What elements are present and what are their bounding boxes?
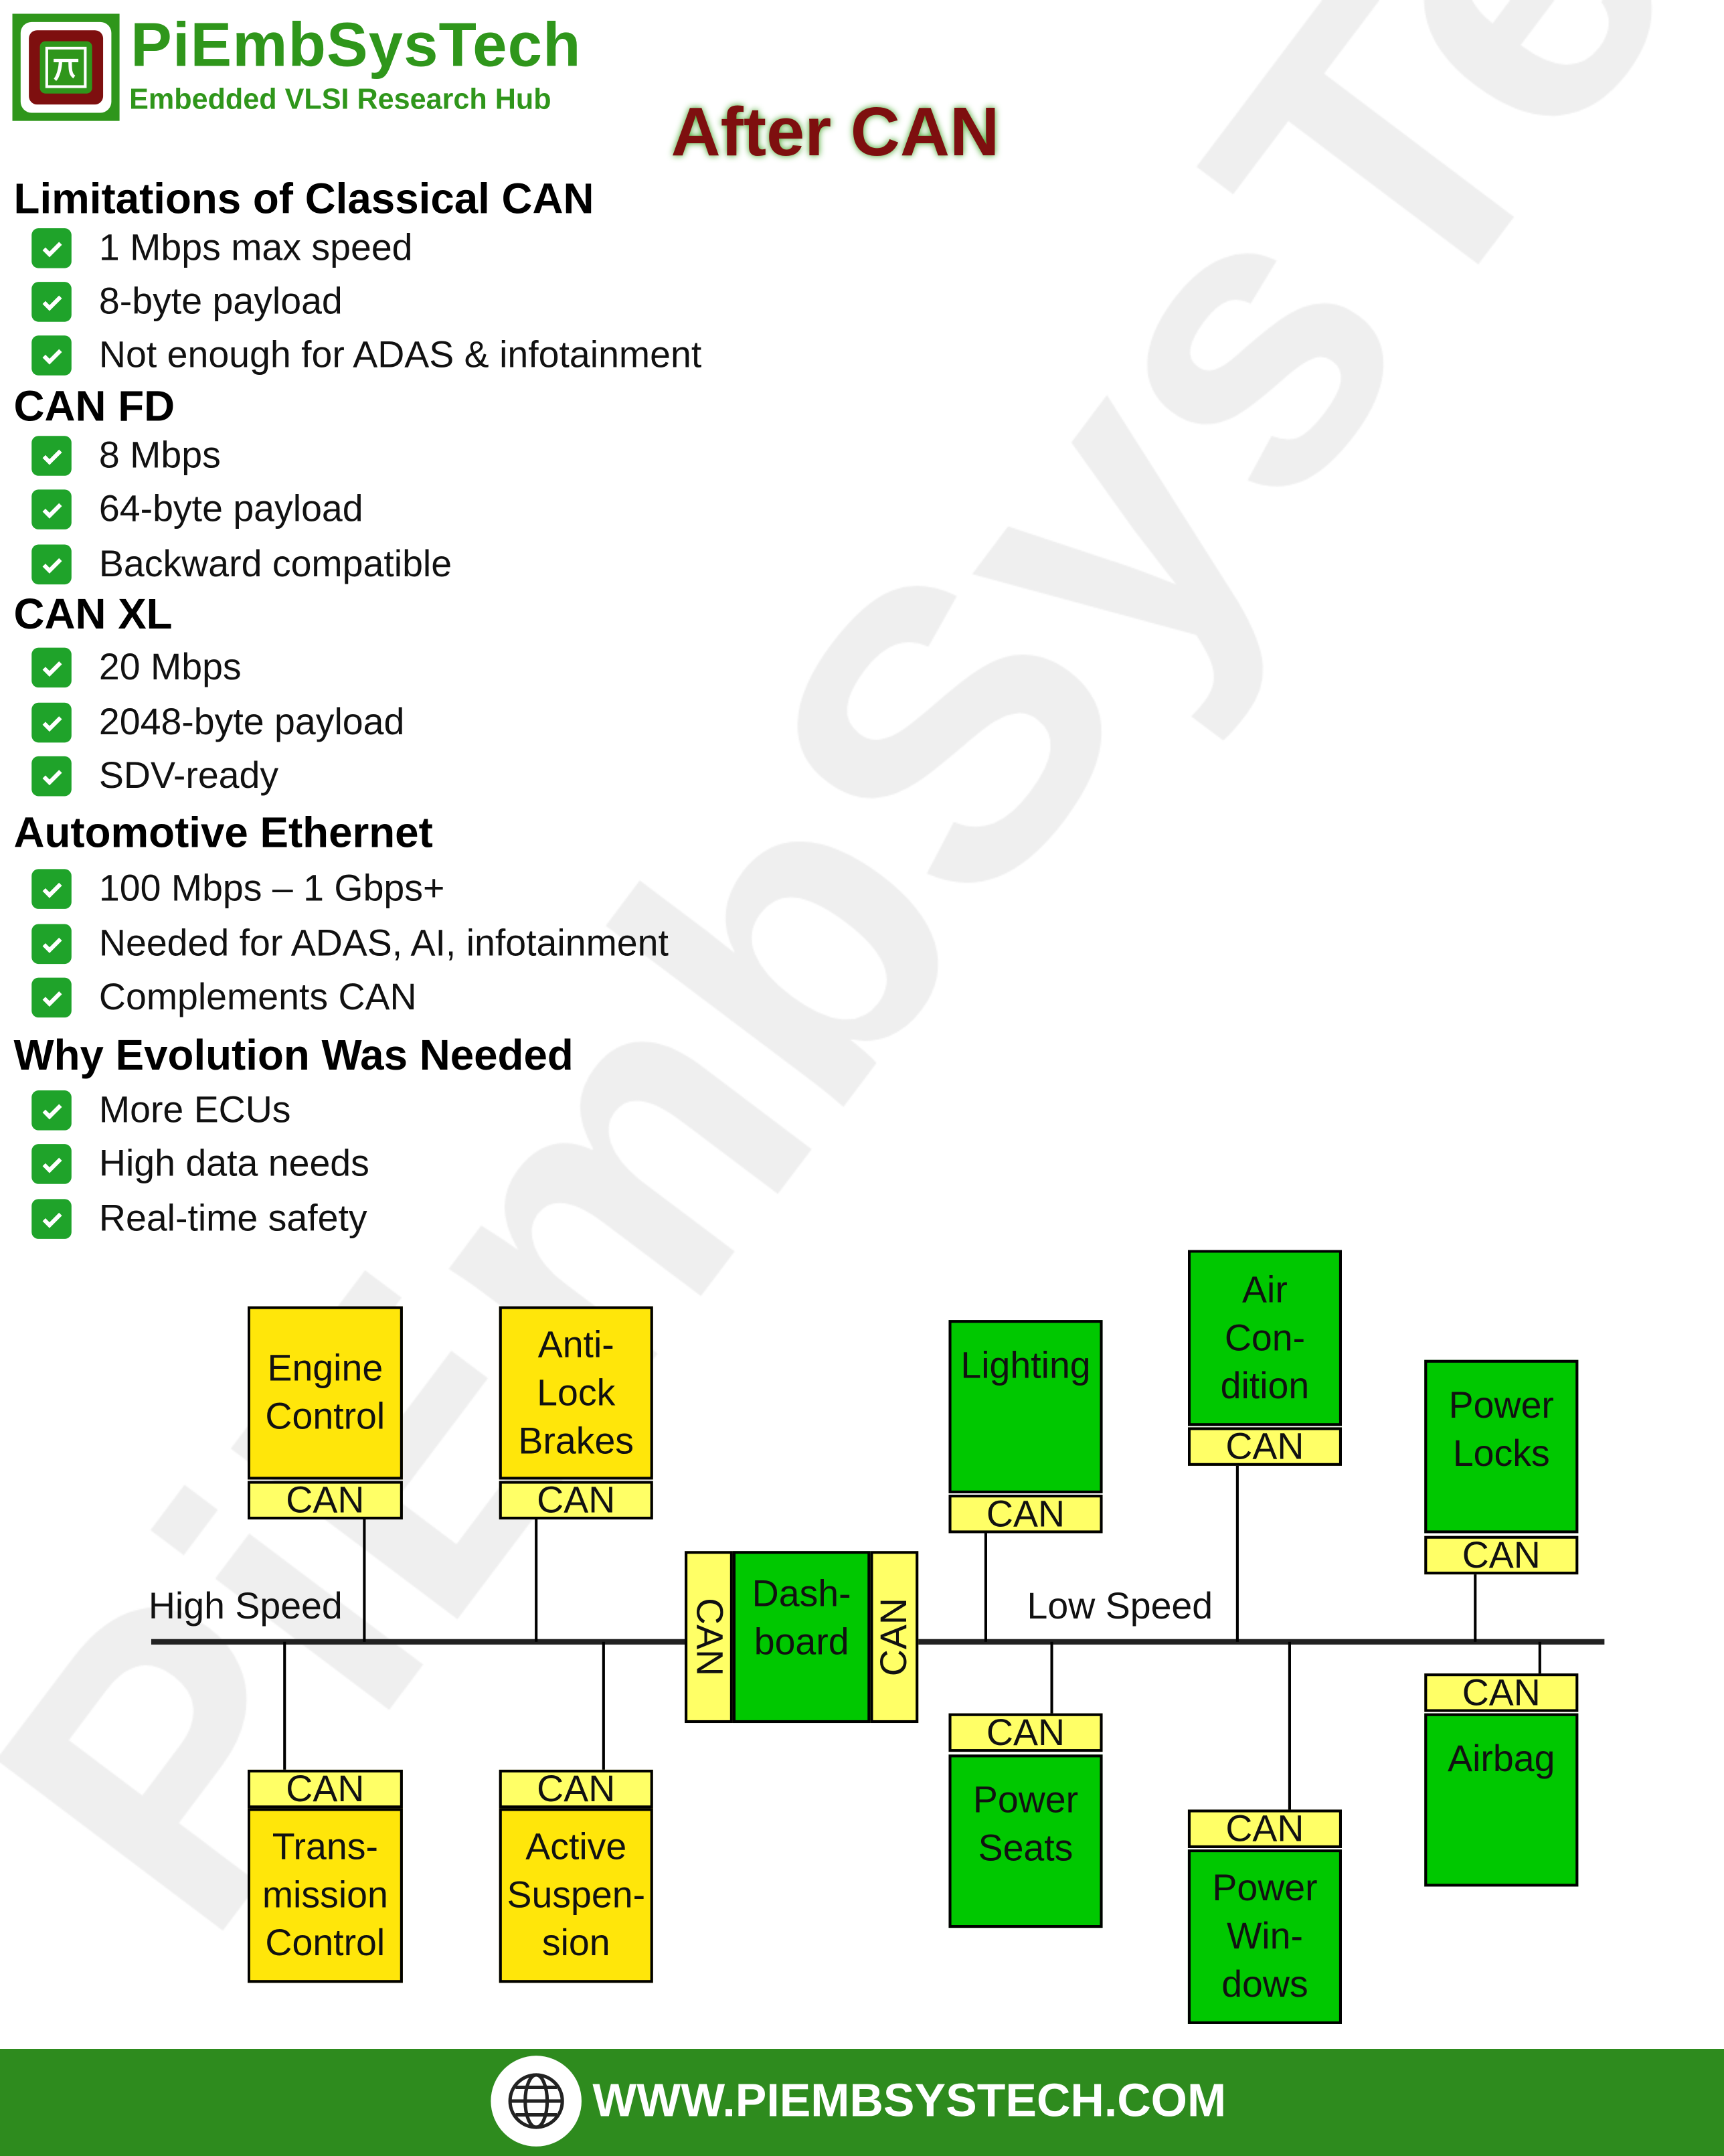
node-air-condition: Air Con- dition <box>1187 1250 1342 1426</box>
can-abs: CAN <box>499 1481 653 1520</box>
can-windows: CAN <box>1187 1809 1342 1848</box>
connector-line <box>1235 1464 1239 1642</box>
checkbox-checked-icon <box>31 924 72 965</box>
connector-line <box>1538 1641 1541 1674</box>
footer-bar <box>0 2048 1724 2156</box>
node-anti-lock-brakes: Anti-Lock Brakes <box>499 1306 653 1480</box>
list-item-text: SDV-ready <box>98 754 279 797</box>
connector-line <box>363 1517 366 1642</box>
checkbox-checked-icon <box>31 228 72 268</box>
section-heading: Why Evolution Was Needed <box>13 1031 574 1080</box>
globe-icon <box>491 2056 582 2147</box>
list-item: 8 Mbps <box>31 434 221 477</box>
checkbox-checked-icon <box>31 1199 72 1239</box>
node-engine-control: Engine Control <box>247 1306 403 1480</box>
can-dashboard-left: CAN <box>685 1551 733 1724</box>
node-lighting: Lighting <box>948 1320 1103 1493</box>
list-item: 100 Mbps – 1 Gbps+ <box>31 867 444 910</box>
checkbox-checked-icon <box>31 436 72 476</box>
node-active-suspension: Active Suspen- sion <box>499 1808 653 1983</box>
connector-line <box>283 1641 286 1770</box>
list-item: Real-time safety <box>31 1197 367 1240</box>
node-dashboard: Dash- board <box>732 1551 871 1724</box>
node-power-windows: Power Win- dows <box>1187 1849 1342 2024</box>
list-item-text: Backward compatible <box>98 543 452 585</box>
can-locks: CAN <box>1424 1536 1579 1575</box>
can-aircon: CAN <box>1187 1427 1342 1466</box>
list-item-text: 64-byte payload <box>98 488 363 529</box>
section-heading: CAN FD <box>13 382 175 430</box>
list-item-text: 8 Mbps <box>98 434 221 476</box>
section-heading: Limitations of Classical CAN <box>13 174 594 223</box>
list-item: Complements CAN <box>31 976 417 1019</box>
connector-line <box>602 1641 605 1770</box>
website-link[interactable]: WWW.PIEMBSYSTECH.COM <box>592 2074 1227 2128</box>
list-item-text: Needed for ADAS, AI, infotainment <box>98 922 669 965</box>
list-item: 1 Mbps max speed <box>31 226 413 270</box>
list-item-text: 20 Mbps <box>98 646 242 688</box>
list-item: 64-byte payload <box>31 488 363 531</box>
section-heading: CAN XL <box>13 590 173 639</box>
checkbox-checked-icon <box>31 489 72 529</box>
list-item-text: Real-time safety <box>98 1197 367 1239</box>
checkbox-checked-icon <box>31 335 72 376</box>
connector-line <box>1288 1641 1291 1810</box>
list-item: More ECUs <box>31 1089 291 1132</box>
list-item-text: 100 Mbps – 1 Gbps+ <box>98 867 445 909</box>
node-airbag: Airbag <box>1424 1713 1579 1887</box>
checkbox-checked-icon <box>31 756 72 797</box>
list-item-text: 1 Mbps max speed <box>98 226 413 268</box>
can-engine: CAN <box>247 1481 403 1520</box>
connector-line <box>1050 1641 1053 1714</box>
logo-icon <box>12 13 120 121</box>
low-speed-label: Low Speed <box>1027 1585 1213 1627</box>
connector-line <box>984 1531 987 1642</box>
checkbox-checked-icon <box>31 702 72 743</box>
connector-line <box>535 1517 538 1642</box>
checkbox-checked-icon <box>31 544 72 585</box>
checkbox-checked-icon <box>31 1144 72 1184</box>
list-item: Needed for ADAS, AI, infotainment <box>31 922 669 965</box>
can-lighting: CAN <box>948 1495 1103 1533</box>
can-dashboard-right: CAN <box>870 1551 919 1724</box>
list-item-text: 8-byte payload <box>98 280 343 322</box>
checkbox-checked-icon <box>31 282 72 322</box>
can-transmission: CAN <box>247 1769 403 1809</box>
can-airbag: CAN <box>1424 1673 1579 1712</box>
list-item: SDV-ready <box>31 755 278 798</box>
section-heading: Automotive Ethernet <box>13 808 433 857</box>
list-item-text: 2048-byte payload <box>98 701 405 743</box>
list-item: 8-byte payload <box>31 280 343 323</box>
list-item-text: High data needs <box>98 1143 369 1184</box>
checkbox-checked-icon <box>31 869 72 909</box>
list-item: 20 Mbps <box>31 646 242 689</box>
brand-name: PiEmbSysTech <box>131 9 582 80</box>
node-power-seats: Power Seats <box>948 1754 1103 1928</box>
brand-tagline: Embedded VLSI Research Hub <box>129 84 551 116</box>
list-item-text: Not enough for ADAS & infotainment <box>98 334 702 376</box>
checkbox-checked-icon <box>31 977 72 1018</box>
can-seats: CAN <box>948 1713 1103 1752</box>
list-item: Not enough for ADAS & infotainment <box>31 334 701 377</box>
node-power-locks: Power Locks <box>1424 1359 1579 1533</box>
list-item-text: More ECUs <box>98 1089 291 1131</box>
high-speed-label: High Speed <box>148 1585 343 1627</box>
checkbox-checked-icon <box>31 1090 72 1131</box>
list-item-text: Complements CAN <box>98 976 417 1018</box>
list-item: High data needs <box>31 1143 369 1185</box>
list-item: 2048-byte payload <box>31 701 404 744</box>
list-item: Backward compatible <box>31 543 452 586</box>
connector-line <box>1474 1573 1477 1642</box>
checkbox-checked-icon <box>31 647 72 688</box>
page-title: After CAN <box>671 93 1000 171</box>
can-suspension: CAN <box>499 1769 653 1809</box>
node-transmission-control: Trans- mission Control <box>247 1808 403 1983</box>
